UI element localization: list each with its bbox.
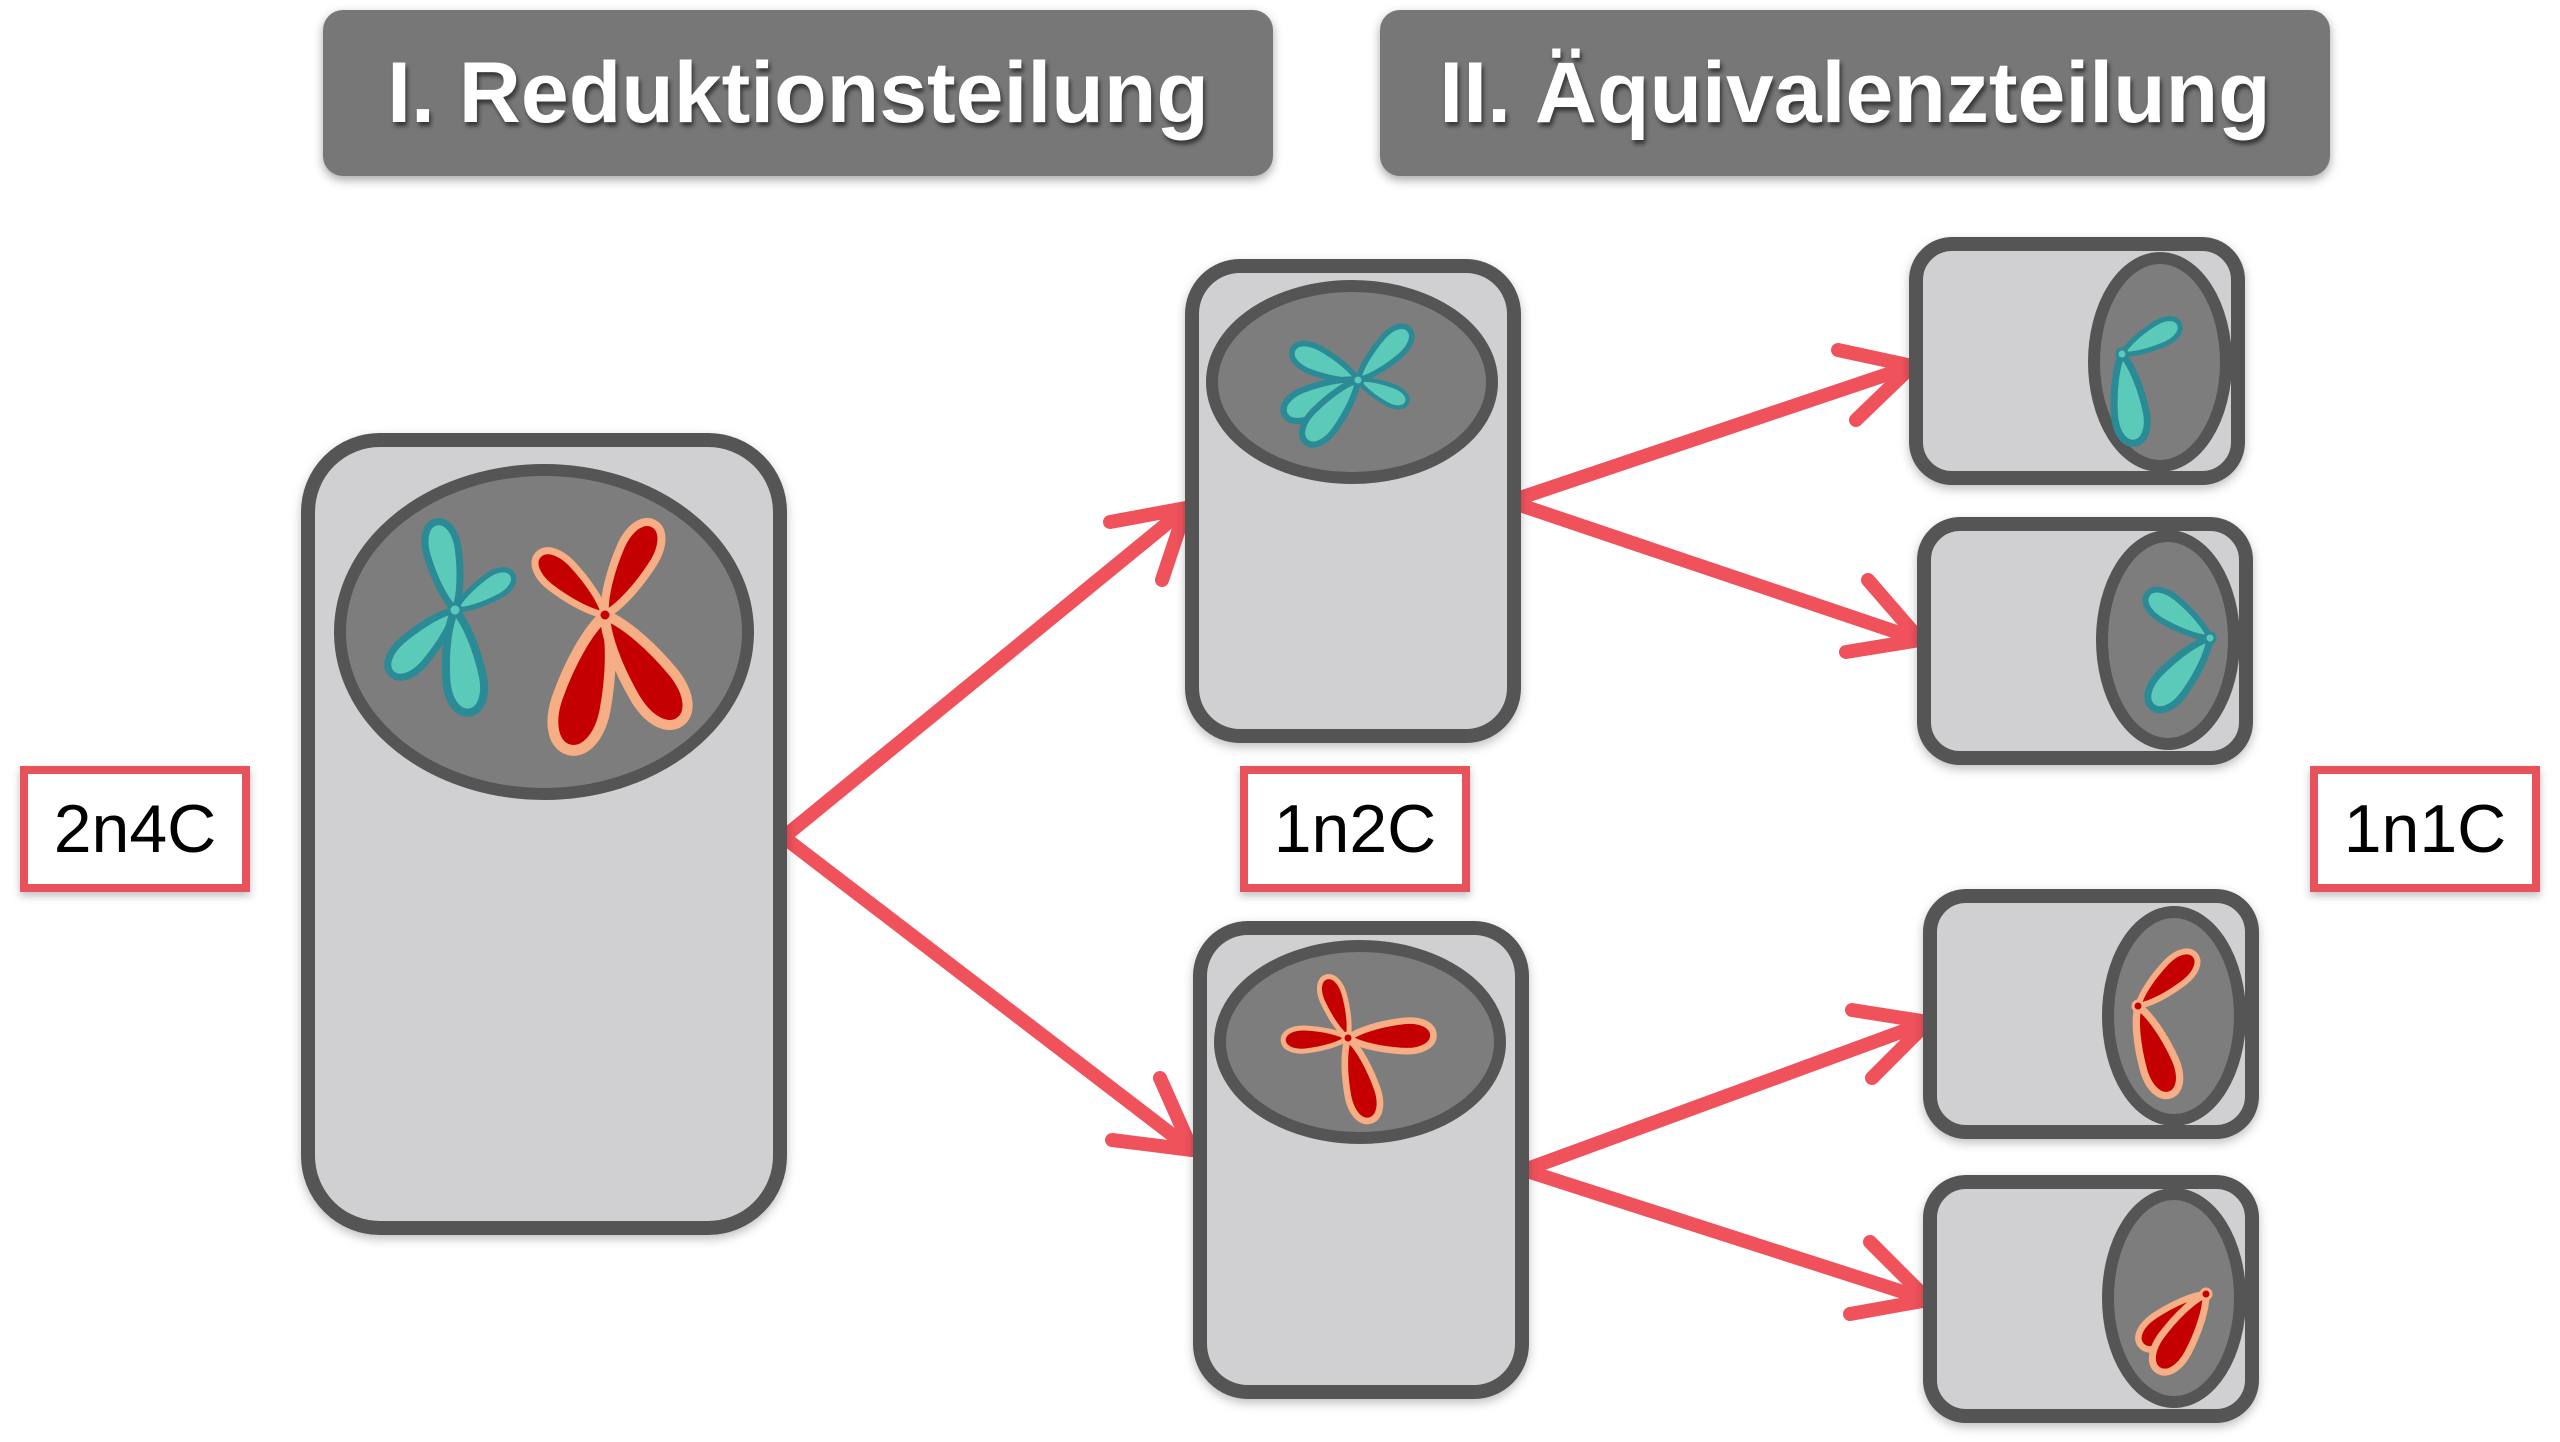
arrow-meiosis2-upper-a (1513, 343, 1919, 505)
chromosome-teal (380, 519, 519, 715)
ploidy-label-1n2c: 1n2C (1240, 766, 1470, 892)
daughter-cell-upper (1185, 259, 1521, 743)
gamete-4 (1923, 1175, 2259, 1423)
ploidy-label-1n1c: 1n1C (2310, 766, 2540, 892)
chromosome-red-lower (1283, 973, 1434, 1124)
chromatid-red-4 (2132, 1282, 2220, 1380)
ploidy-label-1n2c-text: 1n2C (1273, 791, 1437, 867)
ploidy-label-2n4c: 2n4C (20, 766, 250, 892)
gamete-3 (1923, 889, 2259, 1139)
gamete-2 (1917, 517, 2253, 765)
chromatid-teal-2 (2139, 583, 2222, 717)
chromatid-red-3 (2122, 945, 2204, 1101)
ploidy-label-1n1c-text: 1n1C (2343, 791, 2507, 867)
arrow-meiosis2-lower-b (1523, 1165, 1935, 1321)
arrow-meiosis1-lower (783, 835, 1199, 1157)
arrow-meiosis1-upper (783, 501, 1193, 839)
chromosome-teal-upper (1278, 320, 1418, 451)
arrow-meiosis2-lower-a (1523, 1003, 1935, 1175)
arrow-meiosis2-upper-b (1513, 498, 1927, 659)
header-aequivalenzteilung: II. Äquivalenzteilung (1380, 10, 2330, 176)
header-aequivalenzteilung-text: II. Äquivalenzteilung (1439, 44, 2271, 141)
chromosome-red (527, 515, 699, 756)
daughter-cell-lower (1193, 921, 1529, 1399)
parent-nucleus (334, 464, 754, 800)
chromatid-teal-1 (2106, 313, 2185, 445)
ploidy-label-2n4c-text: 2n4C (53, 791, 217, 867)
gamete-1 (1909, 237, 2245, 485)
parent-cell (301, 433, 787, 1235)
header-reduktionsteilung: I. Reduktionsteilung (323, 10, 1273, 176)
header-reduktionsteilung-text: I. Reduktionsteilung (387, 44, 1209, 141)
